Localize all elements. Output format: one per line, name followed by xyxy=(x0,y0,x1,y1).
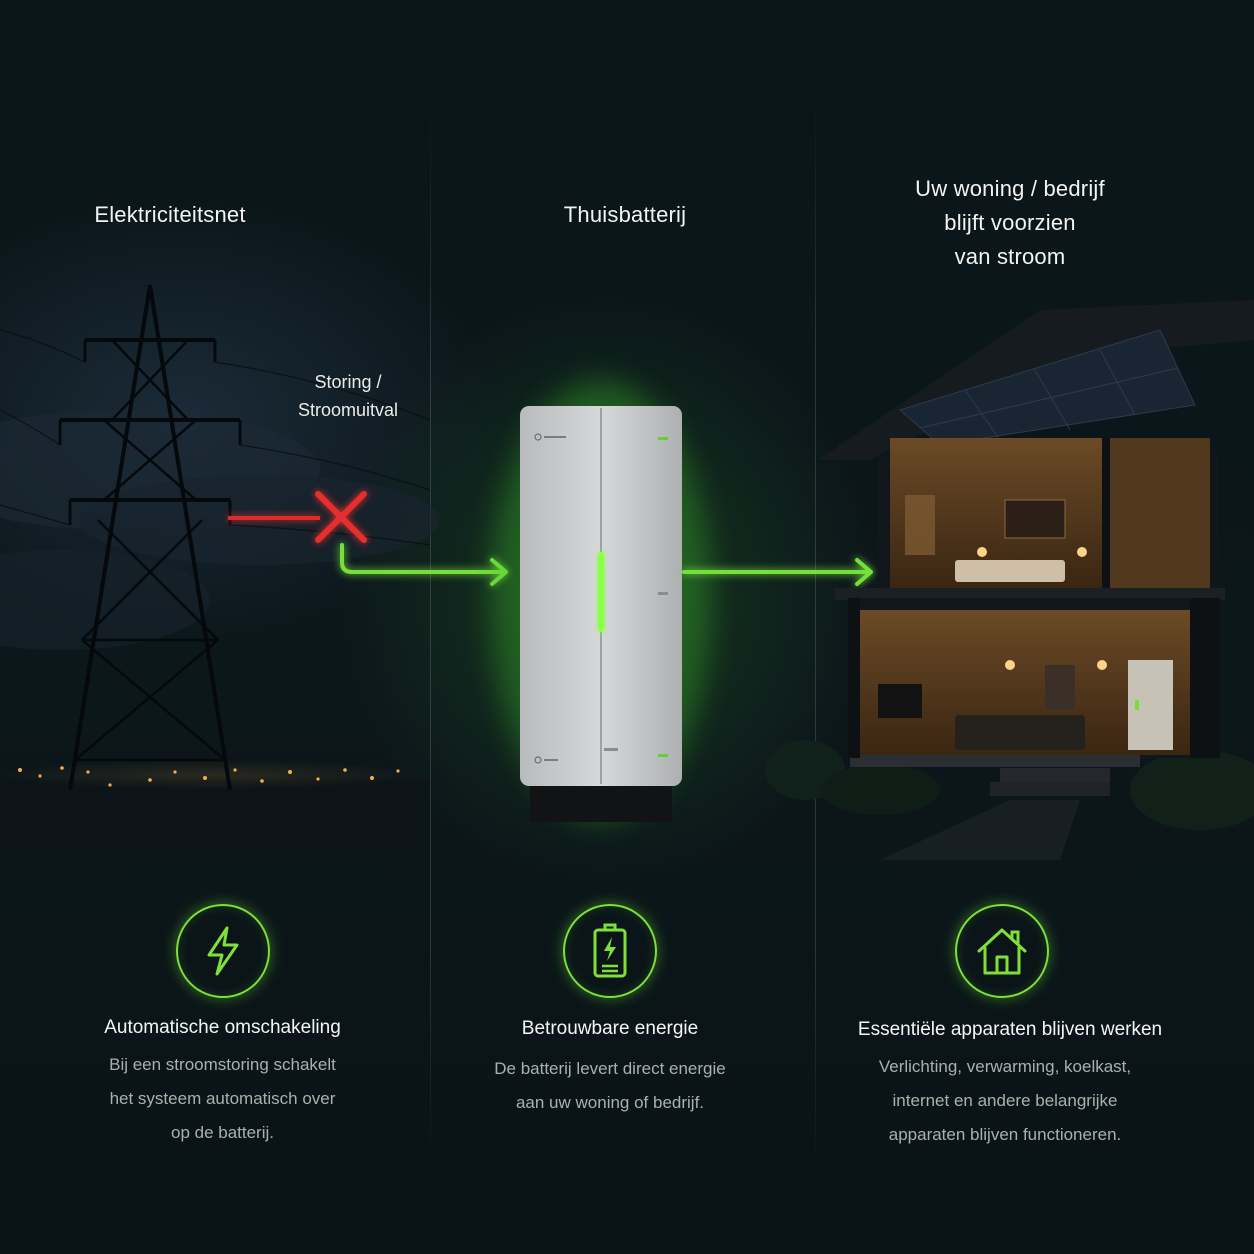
house-icon xyxy=(977,928,1027,975)
column-divider xyxy=(430,90,431,1165)
fault-label: Storing / Stroomuitval xyxy=(297,372,399,420)
battery-charging-icon xyxy=(593,923,627,978)
night-sky xyxy=(0,410,440,650)
arrow-to-house xyxy=(682,558,873,586)
house-illustration xyxy=(765,300,1254,860)
lightning-icon xyxy=(207,926,239,976)
feature-description-automatic-switch: Bij een stroomstoring schakelt het syste… xyxy=(109,1055,336,1142)
column-title-home: Uw woning / bedrijf blijft voorzien van … xyxy=(915,176,1105,269)
power-lines xyxy=(0,329,431,546)
feature-icon-circle xyxy=(176,904,270,998)
feature-description-essential-appliances: Verlichting, verwarming, koelkast, inter… xyxy=(878,1057,1132,1144)
battery-logo-icon xyxy=(534,433,542,441)
column-title-grid: Elektriciteitsnet xyxy=(94,202,246,227)
city-lights xyxy=(0,760,420,790)
solar-panels xyxy=(898,329,1196,446)
sofa xyxy=(955,715,1085,750)
power-pylon xyxy=(58,284,242,791)
column-title-battery: Thuisbatterij xyxy=(563,202,687,227)
feature-title-automatic-switch: Automatische omschakeling xyxy=(104,1017,341,1038)
home-battery xyxy=(520,406,682,822)
feature-description-reliable-energy: De batterij levert direct energie aan uw… xyxy=(494,1059,726,1112)
path xyxy=(880,800,1080,860)
scene-illustration xyxy=(0,284,1254,860)
battery-base xyxy=(530,782,672,822)
ground xyxy=(0,780,430,860)
feature-icon-circle xyxy=(563,904,657,998)
feature-title-essential-appliances: Essentiële apparaten blijven werken xyxy=(857,1019,1163,1040)
fridge xyxy=(1128,660,1173,750)
battery-status-light xyxy=(598,552,604,632)
feature-title-reliable-energy: Betrouwbare energie xyxy=(521,1018,699,1039)
tv-icon xyxy=(878,684,922,718)
feature-icon-circle xyxy=(955,904,1049,998)
column-divider xyxy=(815,90,816,1165)
fault-indicator xyxy=(228,491,367,543)
